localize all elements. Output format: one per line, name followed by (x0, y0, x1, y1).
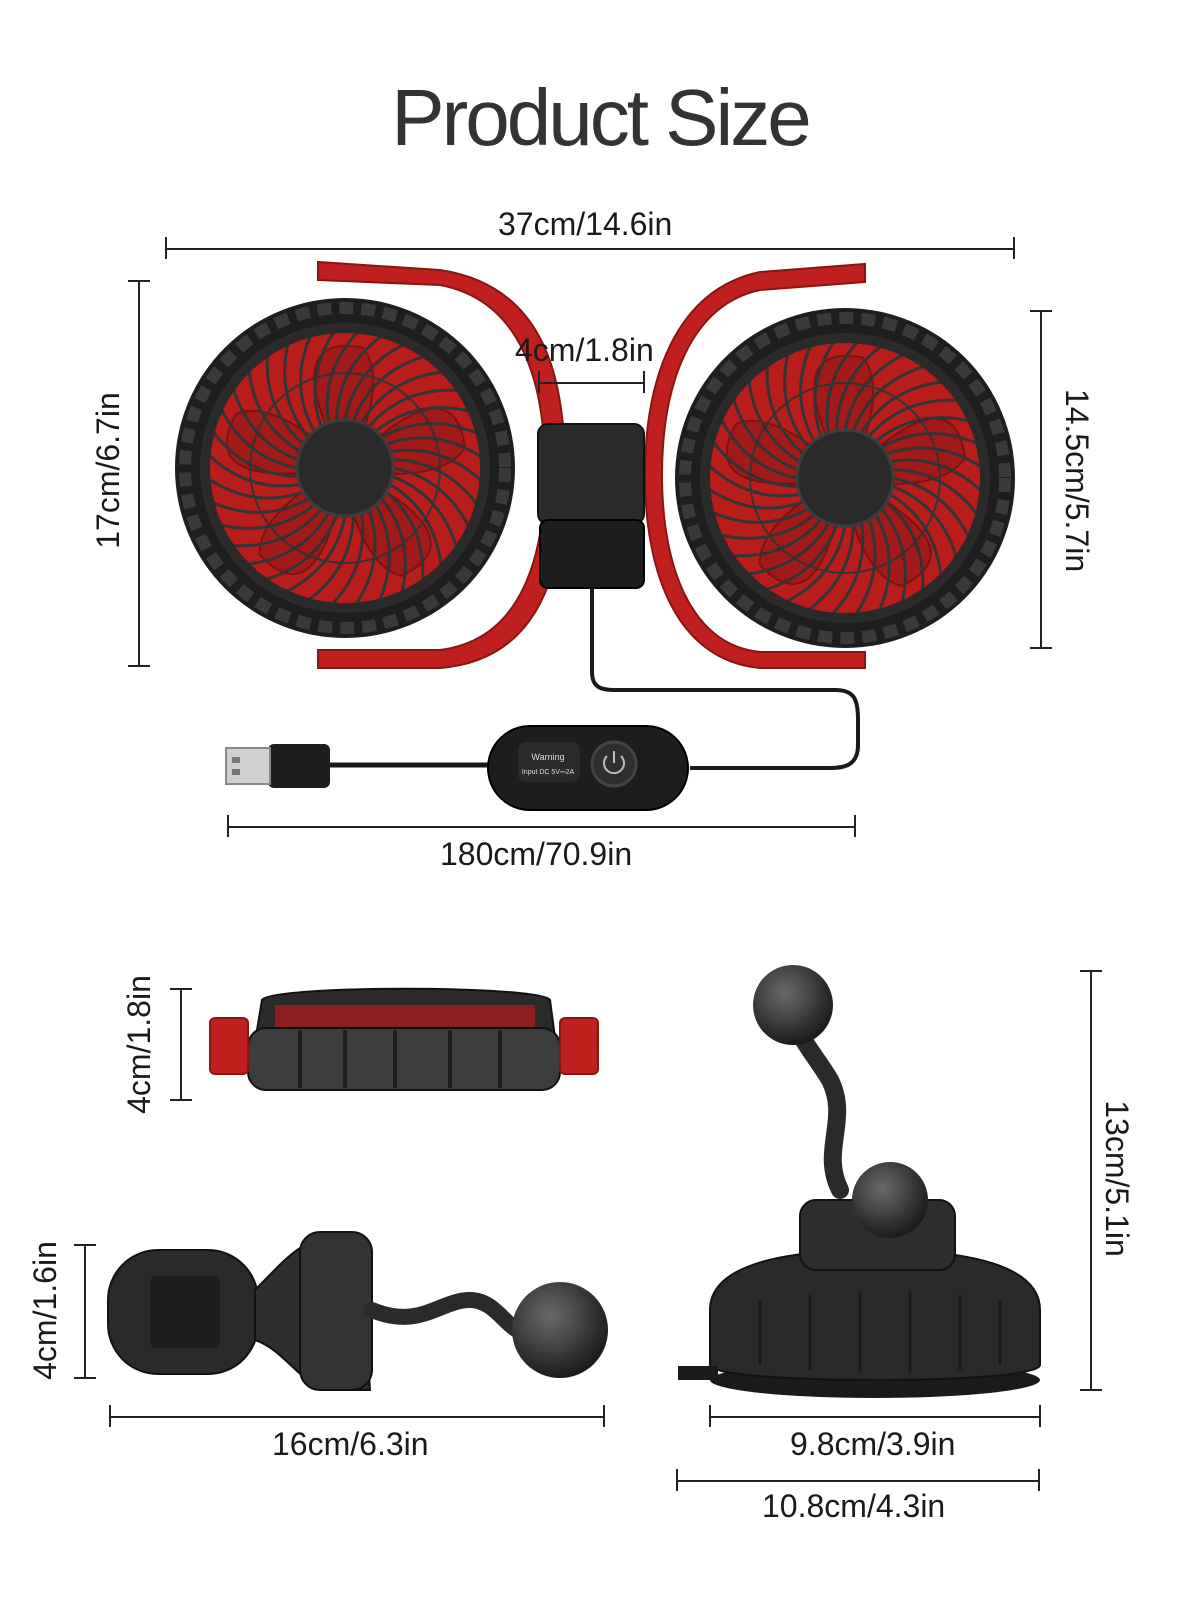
dim-line-mount-length (110, 1416, 604, 1418)
dim-gap: 4cm/1.8in (515, 332, 654, 368)
dim-height: 17cm/6.7in (89, 392, 126, 549)
dim-line-cable (228, 826, 855, 828)
dim-line-fan-thickness (180, 988, 182, 1100)
dim-line-mount-height (84, 1244, 86, 1378)
usb-plug (268, 744, 330, 788)
page-title: Product Size (391, 73, 812, 162)
left-bracket (317, 260, 567, 669)
right-fan-head (675, 308, 1015, 648)
controller-warning: Warning (531, 752, 564, 762)
suction-base (678, 965, 1041, 1398)
dim-base-outer: 10.8cm/4.3in (762, 1488, 946, 1524)
fan-cable (590, 588, 860, 770)
right-bracket (643, 262, 866, 669)
left-fan-head (175, 298, 515, 638)
clip-mount (107, 1231, 608, 1391)
dim-line-height (138, 280, 140, 666)
dim-line-base-height (1090, 970, 1092, 1390)
center-hub (537, 423, 645, 525)
dim-base-inner: 9.8cm/3.9in (790, 1426, 956, 1462)
dim-fan-thickness: 4cm/1.8in (120, 975, 157, 1114)
power-button (590, 740, 638, 788)
dim-line-gap (538, 382, 644, 384)
dim-mount-height: 4cm/1.6in (26, 1241, 63, 1380)
dim-line-total-width (166, 248, 1014, 250)
fan-side-view (209, 987, 599, 1091)
dim-total-width: 37cm/14.6in (498, 206, 673, 242)
dim-cable: 180cm/70.9in (440, 836, 633, 872)
dim-line-base-inner (710, 1416, 1040, 1418)
dim-mount-length: 16cm/6.3in (272, 1426, 429, 1462)
dim-base-height: 13cm/5.1in (1098, 1100, 1135, 1257)
dim-fan-diameter: 14.5cm/5.7in (1059, 388, 1096, 573)
dim-line-fan-diameter (1040, 310, 1042, 648)
controller-input: Input DC 5V⎓2A (522, 769, 575, 776)
dim-line-base-outer (677, 1480, 1039, 1482)
